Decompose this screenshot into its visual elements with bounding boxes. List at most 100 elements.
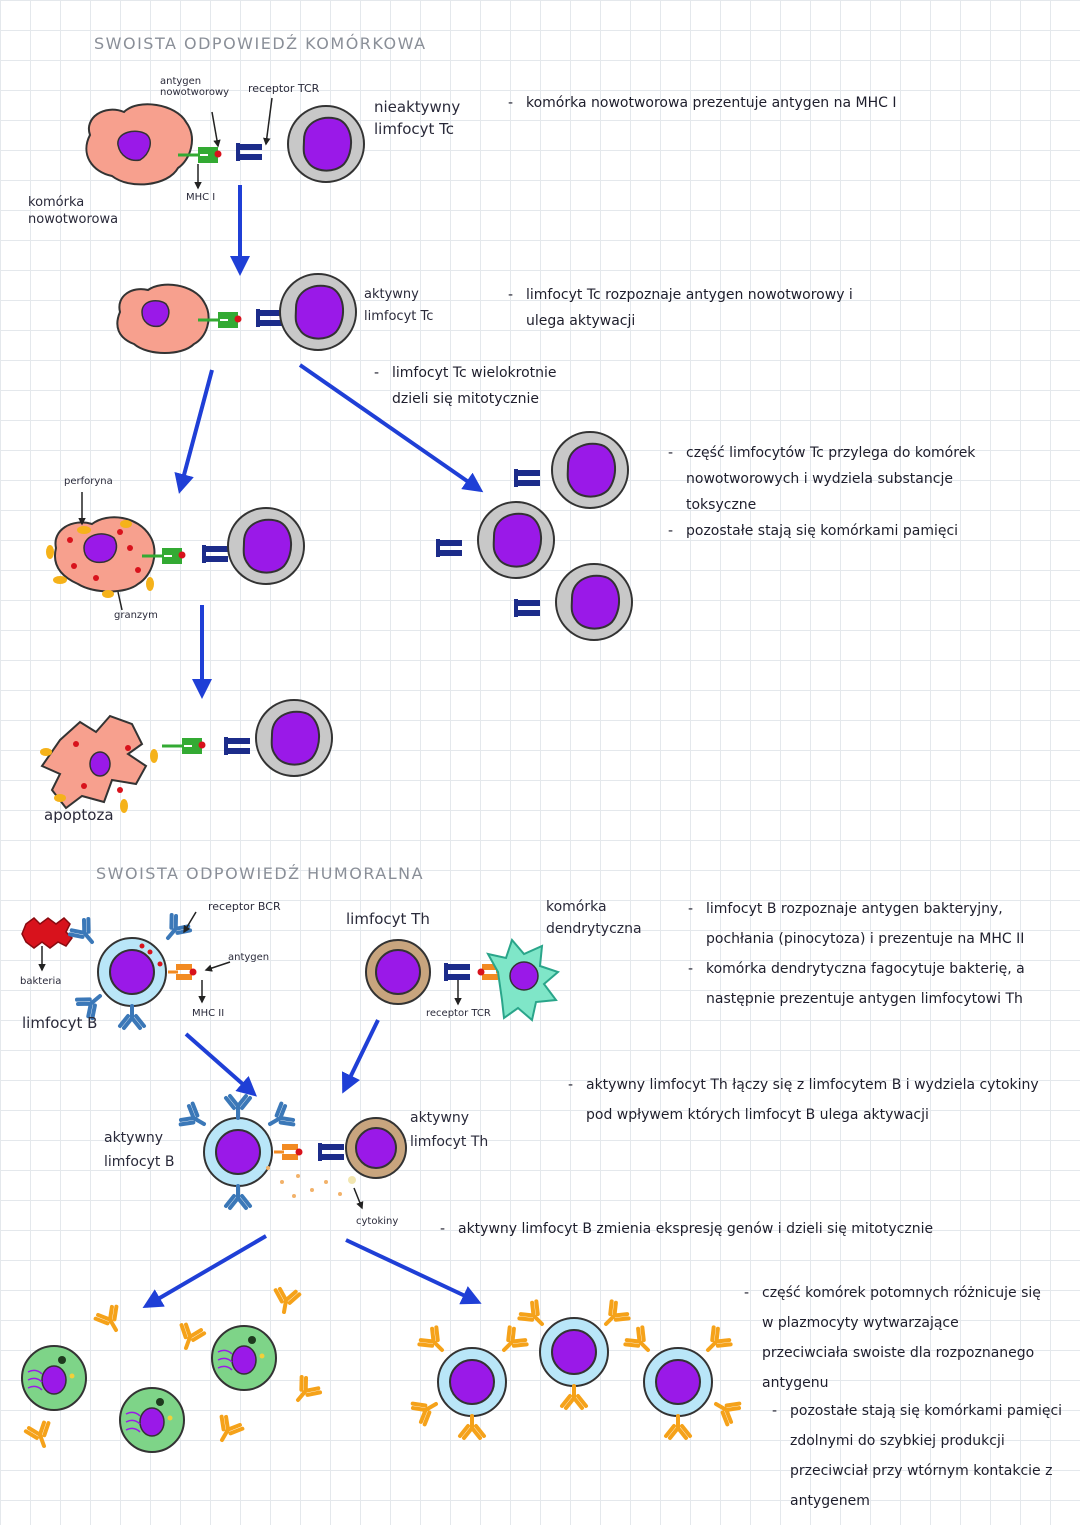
mb-antibody-10 — [664, 1414, 692, 1440]
cellular-heading: SWOISTA ODPOWIEDŹ KOMÓRKOWA — [94, 34, 427, 53]
bcr-3 — [118, 1004, 146, 1030]
mb-antibody-8 — [624, 1326, 657, 1359]
mb-antibody-4 — [408, 1391, 444, 1428]
note-text: limfocyt B rozpoznaje antygen bakteryjny… — [688, 894, 1072, 954]
active-th-cell — [345, 1117, 407, 1179]
free-antibody-4 — [286, 1373, 324, 1410]
label-dendritic-cell: komórka dendrytyczna — [546, 899, 642, 937]
cellular-note-2: limfocyt Tc rozpoznaje antygen nowotworo… — [508, 282, 868, 334]
inactive-tc-cell — [287, 105, 365, 183]
note-text: część limfocytów Tc przylega do komórek … — [668, 440, 988, 518]
note-text: pozostałe stają się komórkami pamięci — [668, 518, 988, 544]
free-antibody-5 — [23, 1419, 58, 1453]
mb-antibody-7 — [560, 1384, 588, 1410]
mhc1-complex-4 — [160, 736, 207, 756]
memory-tc-cell-2 — [477, 501, 555, 579]
label-inactive-tc: nieaktywny limfocyt Tc — [374, 98, 461, 138]
mb-antibody-6 — [598, 1300, 631, 1333]
label-active-b: aktywny limfocyt B — [104, 1130, 175, 1170]
memory-b-cell-3 — [643, 1347, 713, 1417]
flow-arrow-2 — [174, 369, 214, 494]
tcr-pointer — [263, 97, 273, 146]
memory-b-cell-1 — [437, 1347, 507, 1417]
free-antibody-6 — [209, 1412, 246, 1448]
humoral-note-1: limfocyt B rozpoznaje antygen bakteryjny… — [688, 894, 1072, 1014]
plasma-cell-3 — [211, 1325, 277, 1391]
label-granzyme: granzym — [114, 610, 158, 621]
bcr-7 — [224, 1184, 252, 1210]
free-antibody-1 — [92, 1302, 129, 1338]
bcr-6 — [262, 1100, 298, 1137]
label-perforin: perforyna — [64, 476, 113, 487]
mb-antibody-9 — [700, 1326, 733, 1359]
granzyme-pointer — [117, 591, 123, 611]
label-tcr: receptor TCR — [248, 82, 320, 95]
cellular-note-4: część limfocytów Tc przylega do komórek … — [668, 440, 988, 544]
label-apoptosis: apoptoza — [44, 806, 114, 824]
bcr-8 — [224, 1094, 252, 1120]
active-b-cell — [203, 1117, 273, 1187]
antigen-pointer-2 — [204, 961, 231, 972]
mhc2-complex — [166, 962, 198, 982]
tcr-receptor-3 — [202, 545, 228, 563]
tcr-receptor-4 — [514, 469, 540, 487]
cellular-note-3: limfocyt Tc wielokrotnie dzieli się mito… — [374, 360, 584, 412]
flow-arrow-3 — [298, 363, 484, 493]
tumor-cell-attacked — [46, 516, 156, 598]
note-text: aktywny limfocyt B zmienia ekspresję gen… — [440, 1216, 933, 1242]
label-antigen: antygen — [228, 952, 270, 963]
note-text: limfocyt Tc rozpoznaje antygen nowotworo… — [508, 282, 868, 334]
label-th-cell: limfocyt Th — [346, 910, 430, 928]
plasma-cell-2 — [119, 1387, 185, 1453]
mb-antibody-2 — [496, 1326, 529, 1359]
label-mhc2: MHC II — [192, 1008, 225, 1019]
tumor-cell — [85, 103, 193, 186]
active-tc-cell — [279, 273, 357, 351]
mb-antibody-5 — [518, 1300, 551, 1333]
flow-arrow-8 — [345, 1238, 482, 1305]
free-antibody-2 — [172, 1321, 207, 1355]
label-tcr-th: receptor TCR — [426, 1008, 491, 1019]
tcr-receptor-6 — [514, 599, 540, 617]
bcr-1 — [66, 915, 104, 952]
bcr-2 — [156, 911, 194, 948]
note-text: limfocyt Tc wielokrotnie dzieli się mito… — [374, 360, 584, 412]
tcr-receptor-7 — [224, 737, 250, 755]
memory-b-cell-2 — [539, 1317, 609, 1387]
label-bcr: receptor BCR — [208, 900, 281, 913]
apoptotic-cell — [40, 714, 158, 813]
cellular-note-1: komórka nowotworowa prezentuje antygen n… — [508, 90, 897, 116]
tumor-cell-2 — [116, 283, 210, 354]
free-antibody-3 — [270, 1286, 302, 1317]
humoral-note-3: aktywny limfocyt B zmienia ekspresję gen… — [440, 1216, 933, 1242]
plasma-cell-1 — [21, 1345, 87, 1411]
mb-antibody-11 — [708, 1391, 744, 1428]
humoral-note-5: pozostałe stają się komórkami pamięci zd… — [772, 1396, 1068, 1516]
tcr-receptor-2 — [256, 309, 282, 327]
cytokines — [266, 1166, 356, 1198]
memory-tc-cell-3 — [555, 563, 633, 641]
memory-tc-cell-1 — [551, 431, 629, 509]
th-cell — [365, 939, 431, 1005]
note-text: komórka dendrytyczna fagocytuje bakterię… — [688, 954, 1072, 1014]
mb-antibody-1 — [418, 1326, 451, 1359]
label-tumor-antigen: antygen nowotworowy — [160, 76, 230, 98]
label-bacteria: bakteria — [20, 976, 62, 987]
tcr-receptor-5 — [436, 539, 462, 557]
note-text: aktywny limfocyt Th łączy się z limfocyt… — [568, 1070, 1048, 1130]
label-tumor-cell: komórka nowotworowa — [28, 195, 119, 227]
bcr-pointer — [183, 911, 197, 934]
flow-arrow-7 — [142, 1234, 268, 1309]
humoral-heading: SWOISTA ODPOWIEDŹ HUMORALNA — [96, 864, 425, 883]
tc-cell-after-apoptosis — [255, 699, 333, 777]
b-cell — [97, 937, 167, 1007]
cytotoxic-tc-cell — [227, 507, 305, 585]
label-mhc1: MHC I — [186, 192, 216, 203]
mb-antibody-3 — [458, 1414, 486, 1440]
tcr-receptor — [236, 143, 262, 161]
tcr-receptor-8 — [318, 1143, 344, 1161]
bacterium — [21, 917, 73, 949]
label-active-tc: aktywny limfocyt Tc — [364, 287, 434, 324]
label-cytokines: cytokiny — [356, 1216, 399, 1227]
